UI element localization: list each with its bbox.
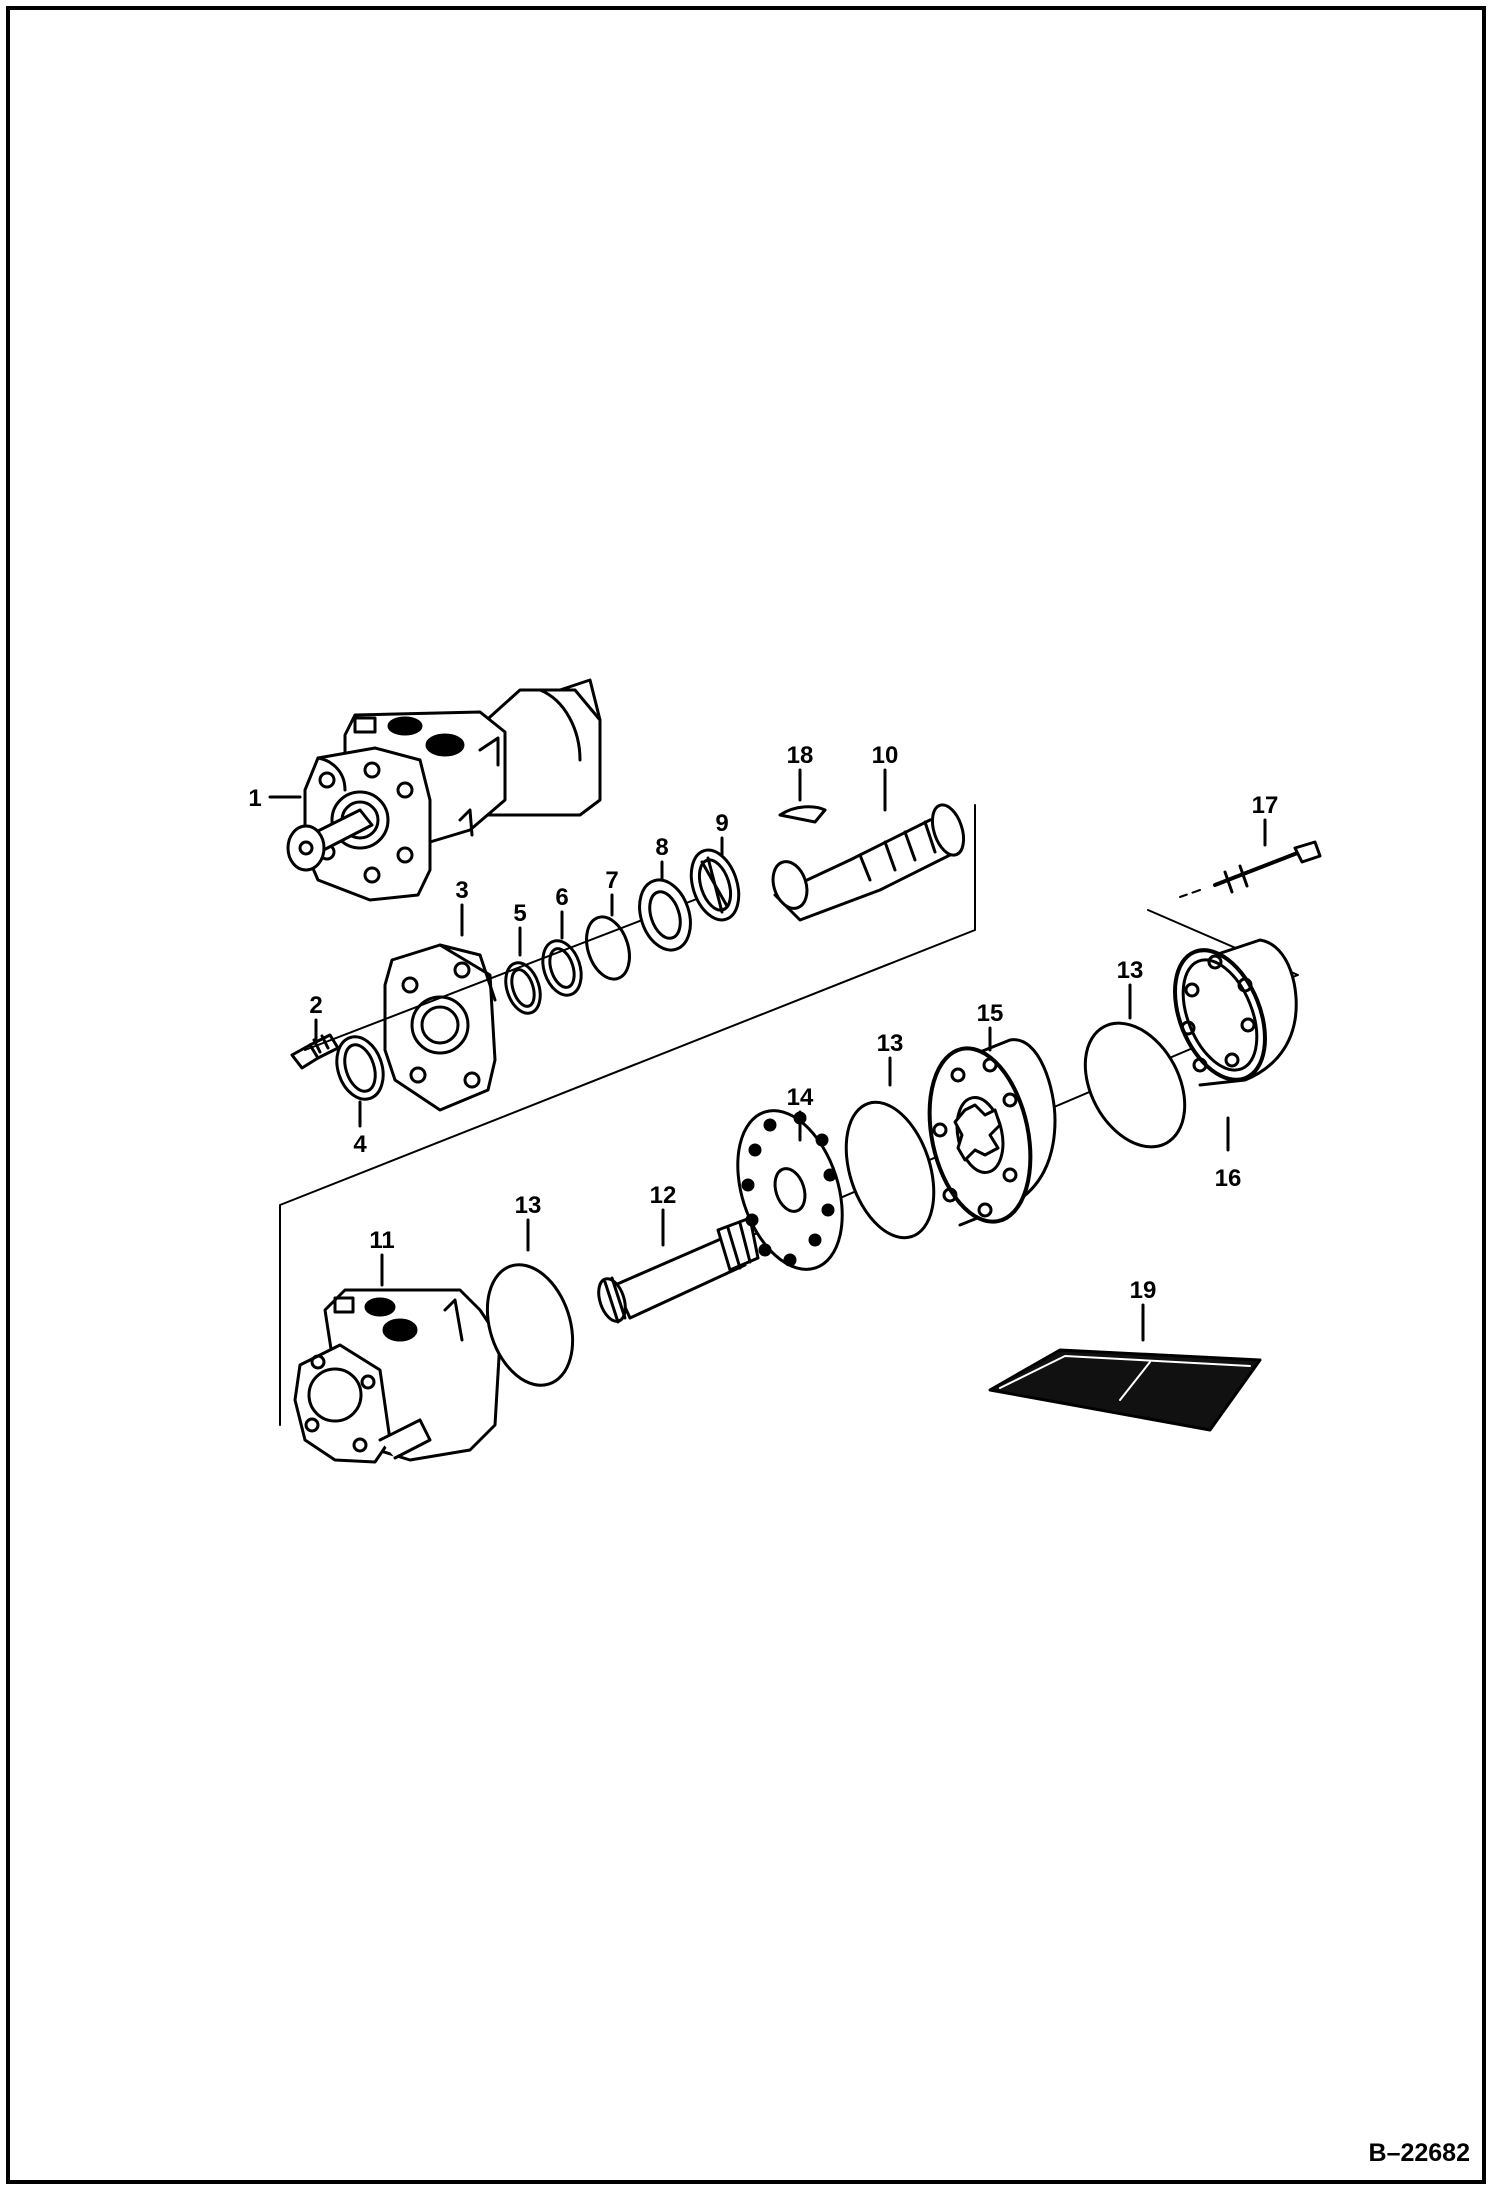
part-6-seal (541, 939, 583, 997)
callout-19: 19 (1130, 1277, 1157, 1304)
callout-5: 5 (513, 900, 526, 927)
part-16-end-cap (1173, 938, 1298, 1087)
part-10-spool (771, 803, 966, 922)
part-7-oring (585, 915, 631, 981)
callout-7: 7 (605, 867, 618, 894)
figure-reference: B–22682 (1368, 2139, 1470, 2167)
part-14-valve-plate (736, 1109, 844, 1271)
callout-13-c: 13 (1117, 957, 1144, 984)
callout-1: 1 (248, 785, 261, 812)
callout-2: 2 (309, 992, 322, 1019)
callout-8: 8 (655, 834, 668, 861)
part-19-seal-kit (988, 1348, 1262, 1432)
callout-12: 12 (650, 1182, 677, 1209)
callout-14: 14 (787, 1084, 814, 1111)
callout-9: 9 (715, 810, 728, 837)
callout-4: 4 (353, 1131, 367, 1158)
part-5-oring (504, 961, 542, 1015)
part-13-oring-a (485, 1263, 575, 1387)
part-4-seal (335, 1035, 385, 1101)
part-12-drive-shaft (597, 1216, 760, 1324)
part-8-washer (638, 878, 692, 952)
page-frame (6, 6, 1486, 2184)
callout-11: 11 (369, 1227, 394, 1254)
callout-leaders (314, 768, 1267, 1342)
callout-16: 16 (1215, 1165, 1242, 1192)
part-13-oring-b (844, 1100, 936, 1240)
part-15-gerotor (927, 1038, 1057, 1227)
callout-15: 15 (977, 1000, 1004, 1027)
callout-3: 3 (455, 877, 468, 904)
part-18-key (778, 805, 827, 824)
callout-6: 6 (555, 884, 568, 911)
callout-13-a: 13 (515, 1192, 542, 1219)
part-1-motor-assembly (268, 678, 602, 902)
part-11-housing (293, 1288, 502, 1464)
assembly-bracket-line (279, 804, 976, 1426)
part-17-bolt (1213, 840, 1322, 894)
callout-17: 17 (1252, 792, 1279, 819)
callout-labels: 1 2 3 4 5 6 7 8 9 10 11 12 13 13 13 14 1… (248, 742, 1278, 1304)
part-3-flange (383, 943, 497, 1112)
callout-13-b: 13 (877, 1030, 904, 1057)
callout-18: 18 (787, 742, 814, 769)
callout-10: 10 (872, 742, 899, 769)
part-13-oring-c (1083, 1021, 1187, 1149)
part-9-thrust-bearing (689, 848, 741, 922)
